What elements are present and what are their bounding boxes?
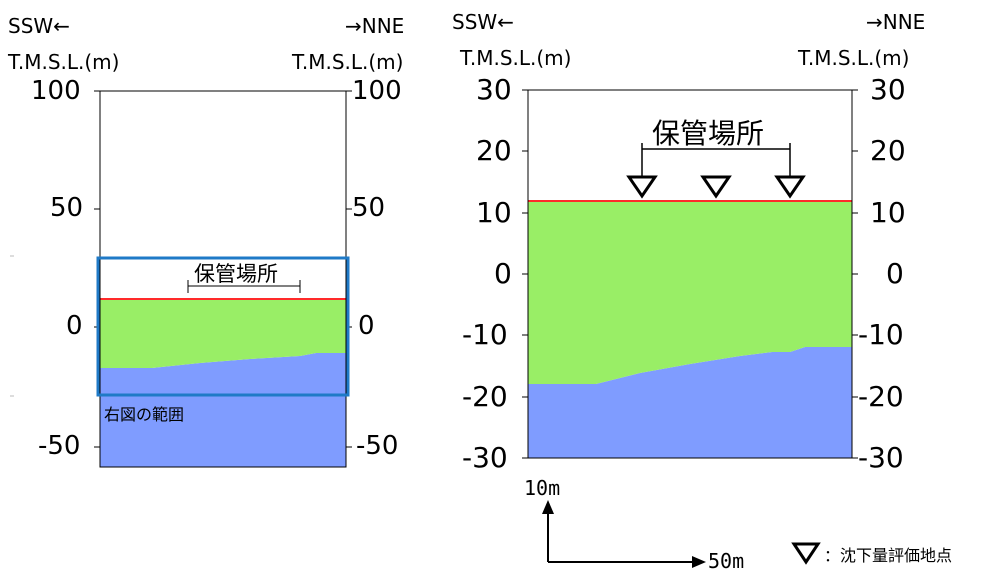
left-tick-100-left: 100 (31, 76, 81, 106)
left-tick-0-left: 0 (66, 311, 83, 341)
left-storage-label: 保管場所 (194, 262, 278, 286)
right-axis-label-right: T.M.S.L.(m) (798, 46, 910, 70)
left-tick-neg50-right: -50 (356, 431, 399, 461)
right-figure-range-label: 右図の範囲 (104, 405, 185, 424)
left-bedrock-layer (100, 353, 346, 467)
scale-horizontal-label: 50m (708, 549, 745, 573)
evaluation-point-marker-1 (626, 175, 658, 199)
left-axis-label-right: T.M.S.L.(m) (292, 50, 404, 74)
left-tick-50-left: 50 (50, 193, 84, 223)
right-figure-range-box (96, 256, 350, 397)
scale-vertical-label: 10m (524, 476, 561, 500)
left-section (10, 90, 352, 468)
left-axis-label-left: T.M.S.L.(m) (8, 50, 120, 74)
right-tick-0-right: 0 (886, 257, 904, 290)
evaluation-point-marker-3 (774, 175, 806, 199)
left-tick-neg50-left: -50 (38, 431, 81, 461)
right-tick-neg30-left: -30 (462, 441, 508, 474)
scale-vertical-arrowhead (542, 500, 554, 514)
right-tick-neg20-left: -20 (462, 380, 508, 413)
right-bedrock-layer (528, 347, 852, 458)
right-tick-neg20-right: -20 (858, 380, 904, 413)
legend-evaluation-point-icon (791, 542, 821, 565)
right-tick-20-right: 20 (870, 134, 906, 167)
right-fill-layer (528, 201, 852, 384)
left-tick-50-right: 50 (352, 193, 386, 223)
right-tick-neg30-right: -30 (858, 441, 904, 474)
right-tick-10-left: 10 (476, 196, 512, 229)
left-direction-ssw: SSW← (8, 14, 70, 38)
right-tick-20-left: 20 (476, 134, 512, 167)
right-direction-nne: →NNE (866, 10, 926, 34)
left-tick-0-right: 0 (358, 311, 375, 341)
right-tick-0-left: 0 (494, 257, 512, 290)
legend-evaluation-point-label: ：沈下量評価地点 (824, 546, 953, 565)
right-tick-30-left: 30 (476, 73, 512, 106)
scale-bar (542, 500, 706, 568)
left-fill-layer (100, 299, 346, 368)
right-tick-30-right: 30 (870, 73, 906, 106)
right-tick-neg10-left: -10 (462, 318, 508, 351)
left-plot-border (99, 90, 347, 468)
right-tick-neg10-right: -10 (858, 318, 904, 351)
right-direction-ssw: SSW← (452, 10, 514, 34)
scale-horizontal-arrowhead (692, 556, 706, 568)
left-tick-100-right: 100 (352, 76, 402, 106)
right-storage-label: 保管場所 (652, 117, 765, 150)
right-axis-label-left: T.M.S.L.(m) (460, 46, 572, 70)
right-section (522, 89, 858, 459)
left-direction-nne: →NNE (345, 14, 405, 38)
right-tick-10-right: 10 (870, 196, 906, 229)
evaluation-point-marker-2 (700, 175, 732, 199)
